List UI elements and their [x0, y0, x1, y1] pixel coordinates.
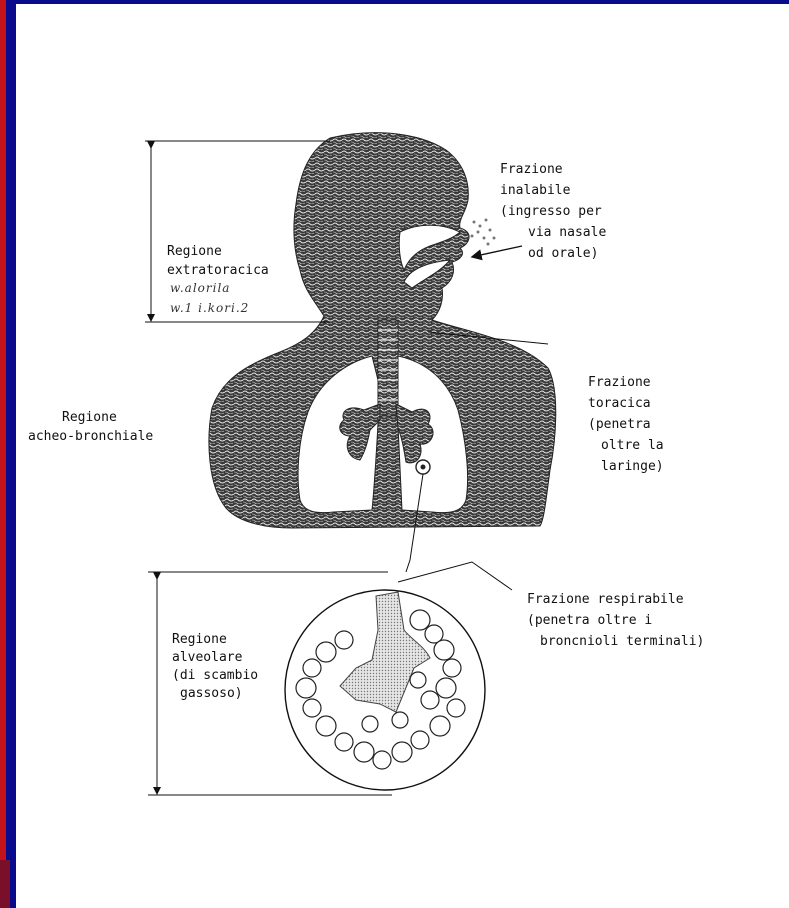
label-alveolar-line4: gassoso)	[180, 686, 243, 702]
label-thoracic-line3: (penetra	[588, 417, 651, 433]
label-extrathoracic-line1: Regione	[167, 244, 222, 260]
label-inhalable-line2: inalabile	[500, 183, 570, 199]
red-edge	[0, 0, 6, 908]
red-edge-bottom	[0, 860, 10, 908]
label-thoracic-line1: Frazione	[588, 375, 651, 391]
label-inhalable-line4: via nasale	[528, 225, 606, 241]
handwritten-note-line1: w.alorila	[170, 281, 230, 295]
label-thoracic-line4: oltre la	[601, 438, 664, 454]
label-tracheobronchial-line2: acheo-bronchiale	[28, 429, 153, 445]
label-inhalable-line5: od orale)	[528, 246, 598, 262]
label-alveolar-line2: alveolare	[172, 650, 242, 666]
label-tracheobronchial-line1: Regione	[62, 410, 117, 426]
label-inhalable-line3: (ingresso per	[500, 204, 602, 220]
handwritten-note-line2: w.1 i.kori.2	[170, 301, 249, 315]
label-respirable-line2: (penetra oltre i	[527, 613, 652, 629]
label-thoracic-line2: toracica	[588, 396, 651, 412]
label-thoracic-line5: laringe)	[601, 459, 664, 475]
label-respirable-line3: broncnioli terminali)	[540, 634, 704, 650]
terminal-bronchiole-core	[421, 465, 426, 470]
label-extrathoracic-line2: extratoracica	[167, 263, 269, 279]
trachea	[378, 320, 398, 416]
label-inhalable-line1: Frazione	[500, 162, 563, 178]
label-alveolar-line1: Regione	[172, 632, 227, 648]
label-respirable-line1: Frazione respirabile	[527, 592, 684, 608]
label-alveolar-line3: (di scambio	[172, 668, 258, 684]
